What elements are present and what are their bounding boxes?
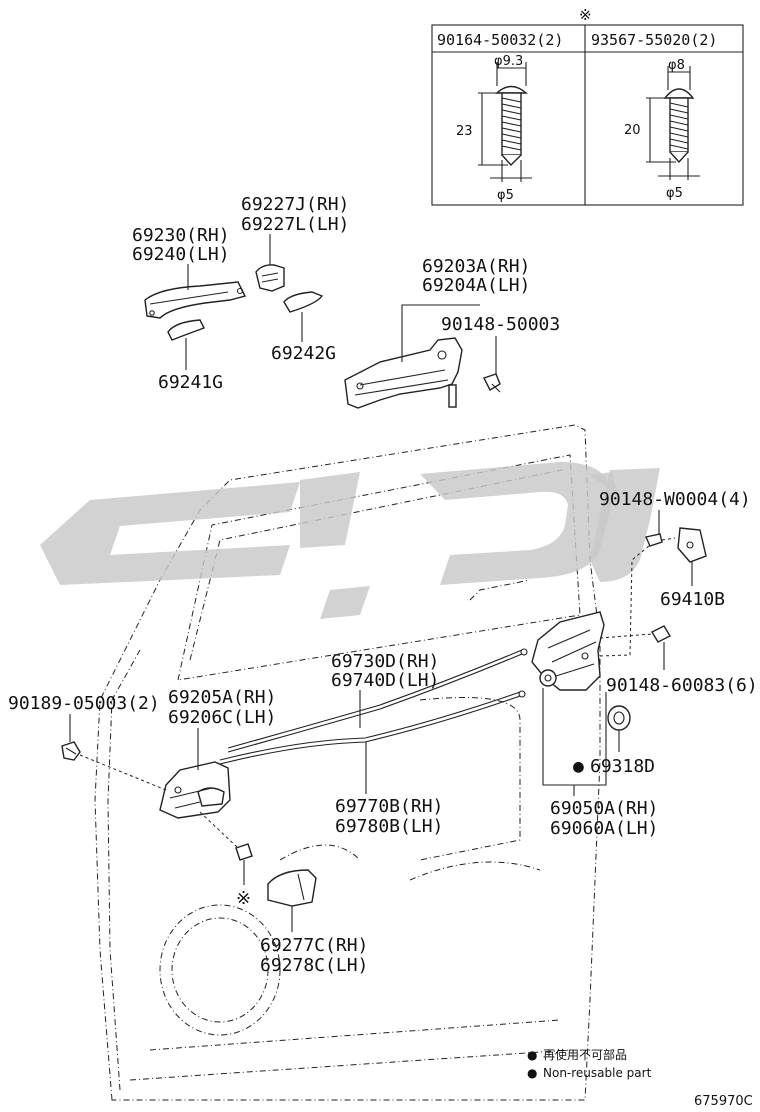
handle-frame-part (344, 337, 463, 409)
watermark-logo (40, 462, 660, 619)
label-door-lock-rh: 69050A(RH) (550, 798, 658, 819)
label-inside-cable-lh: 69780B(LH) (335, 816, 443, 837)
bolt-icon (483, 373, 501, 391)
table-marker: ※ (579, 6, 592, 24)
bolt-icon (235, 843, 253, 861)
bolt-icon (645, 533, 663, 547)
label-screw-marker: ※ (236, 888, 251, 909)
seal-ring-icon (607, 705, 631, 731)
striker-screw-part (645, 533, 663, 547)
frame-screw-part (483, 373, 501, 393)
label-frame-screw: 90148-50003 (441, 314, 560, 335)
label-striker: 69410B (660, 589, 725, 610)
label-handle-frame-lh: 69204A(LH) (422, 275, 530, 296)
bezel-part (267, 869, 317, 907)
screw1-shank-dia: φ5 (497, 188, 514, 203)
legend-bullet-1: ● (527, 1048, 537, 1062)
screw-93567-drawing: φ8 20 φ5 (624, 58, 700, 201)
clip-part (61, 741, 81, 761)
inside-handle-part (159, 761, 231, 819)
table-col1-part: 90164-50032(2) (437, 31, 563, 49)
striker-part (677, 527, 707, 563)
lock-seal-part (607, 705, 631, 731)
legend-bullet-2: ● (527, 1066, 537, 1080)
label-striker-screw: 90148-W0004(4) (599, 489, 751, 510)
speaker-outline (159, 904, 281, 1036)
label-lock-seal: 69318D (590, 756, 655, 777)
outside-handle-part (144, 281, 247, 319)
label-door-lock-lh: 69060A(LH) (550, 818, 658, 839)
label-lock-cable-lh: 69740D(LH) (331, 670, 439, 691)
handle-screw-part (235, 843, 253, 861)
table-col2-part: 93567-55020(2) (591, 31, 717, 49)
screw1-length: 23 (456, 124, 473, 139)
label-bezel-lh: 69278C(LH) (260, 955, 368, 976)
table-frame (431, 24, 744, 206)
label-outside-handle-rh: 69230(RH) (132, 225, 230, 246)
label-bezel-rh: 69277C(RH) (260, 935, 368, 956)
label-inside-handle-lh: 69206C(LH) (168, 707, 276, 728)
legend-text-jp: 再使用不可部品 (543, 1047, 627, 1062)
screw1-head-dia: φ9.3 (494, 54, 523, 69)
inside-cable-part (219, 690, 526, 765)
legend: ● 再使用不可部品 ● Non-reusable part (527, 1047, 652, 1080)
pad-69241g-part (167, 319, 205, 341)
label-lock-cable-rh: 69730D(RH) (331, 651, 439, 672)
label-handle-frame-rh: 69203A(RH) (422, 256, 530, 277)
handle-cover-part (255, 264, 285, 292)
label-clip: 90189-05003(2) (8, 693, 160, 714)
label-pad-69241g: 69241G (158, 372, 223, 393)
label-handle-cover-rh: 69227J(RH) (241, 194, 349, 215)
label-handle-cover-lh: 69227L(LH) (241, 214, 349, 235)
lock-cable-part (227, 648, 528, 753)
pad-69242g-part (283, 291, 324, 313)
figure-reference: 675970C (694, 1094, 753, 1109)
screw2-shank-dia: φ5 (666, 186, 683, 201)
label-inside-handle-rh: 69205A(RH) (168, 687, 276, 708)
bolt-icon (651, 625, 671, 643)
door-lock-part (531, 611, 605, 691)
legend-text-en: Non-reusable part (543, 1066, 652, 1080)
label-outside-handle-lh: 69240(LH) (132, 244, 230, 265)
screw2-length: 20 (624, 123, 641, 138)
label-inside-cable-rh: 69770B(RH) (335, 796, 443, 817)
lock-screw-part (651, 625, 671, 643)
screw-90164-drawing: φ9.3 23 φ5 (456, 54, 532, 203)
screw2-head-dia: φ8 (668, 58, 685, 73)
label-lock-screw: 90148-60083(6) (606, 675, 758, 696)
fastener-table: ※ 90164-50032(2) 93567-55020(2) φ9.3 23 … (431, 6, 744, 206)
lock-seal-marker: ● (573, 756, 584, 777)
label-pad-69242g: 69242G (271, 343, 336, 364)
